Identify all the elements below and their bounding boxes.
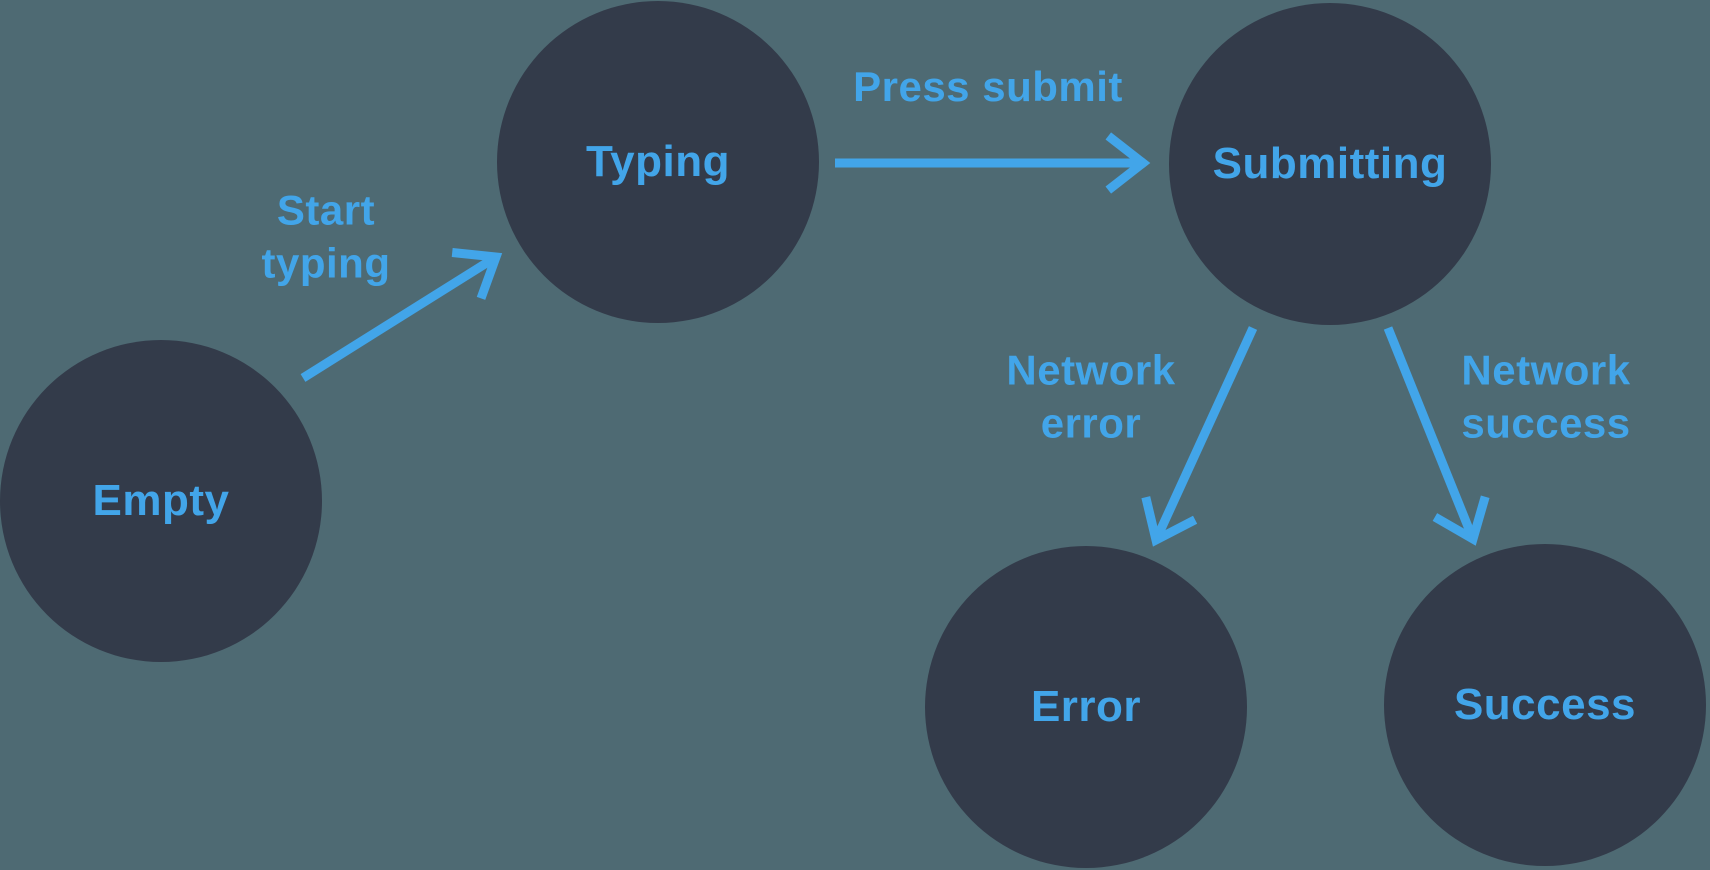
- transition-label-start-typing: Start typing: [261, 186, 391, 287]
- state-label-empty: Empty: [92, 476, 230, 525]
- state-node-typing: Typing: [497, 1, 819, 323]
- arrow-press-submit: [835, 132, 1151, 194]
- transition-label-network-success: Network success: [1461, 346, 1631, 447]
- state-node-empty: Empty: [0, 340, 322, 662]
- arrow-network-success: [1383, 326, 1490, 546]
- state-node-error: Error: [925, 546, 1247, 868]
- arrow-network-error: [1141, 326, 1258, 547]
- state-label-submitting: Submitting: [1212, 139, 1448, 188]
- state-label-typing: Typing: [586, 137, 730, 186]
- state-label-error: Error: [1030, 682, 1142, 731]
- transition-label-press-submit: Press submit: [853, 62, 1123, 110]
- state-label-success: Success: [1453, 680, 1637, 729]
- state-node-success: Success: [1384, 544, 1706, 866]
- state-node-submitting: Submitting: [1169, 3, 1491, 325]
- transition-label-network-error: Network error: [1006, 346, 1176, 447]
- arrow-start-typing: [300, 248, 503, 382]
